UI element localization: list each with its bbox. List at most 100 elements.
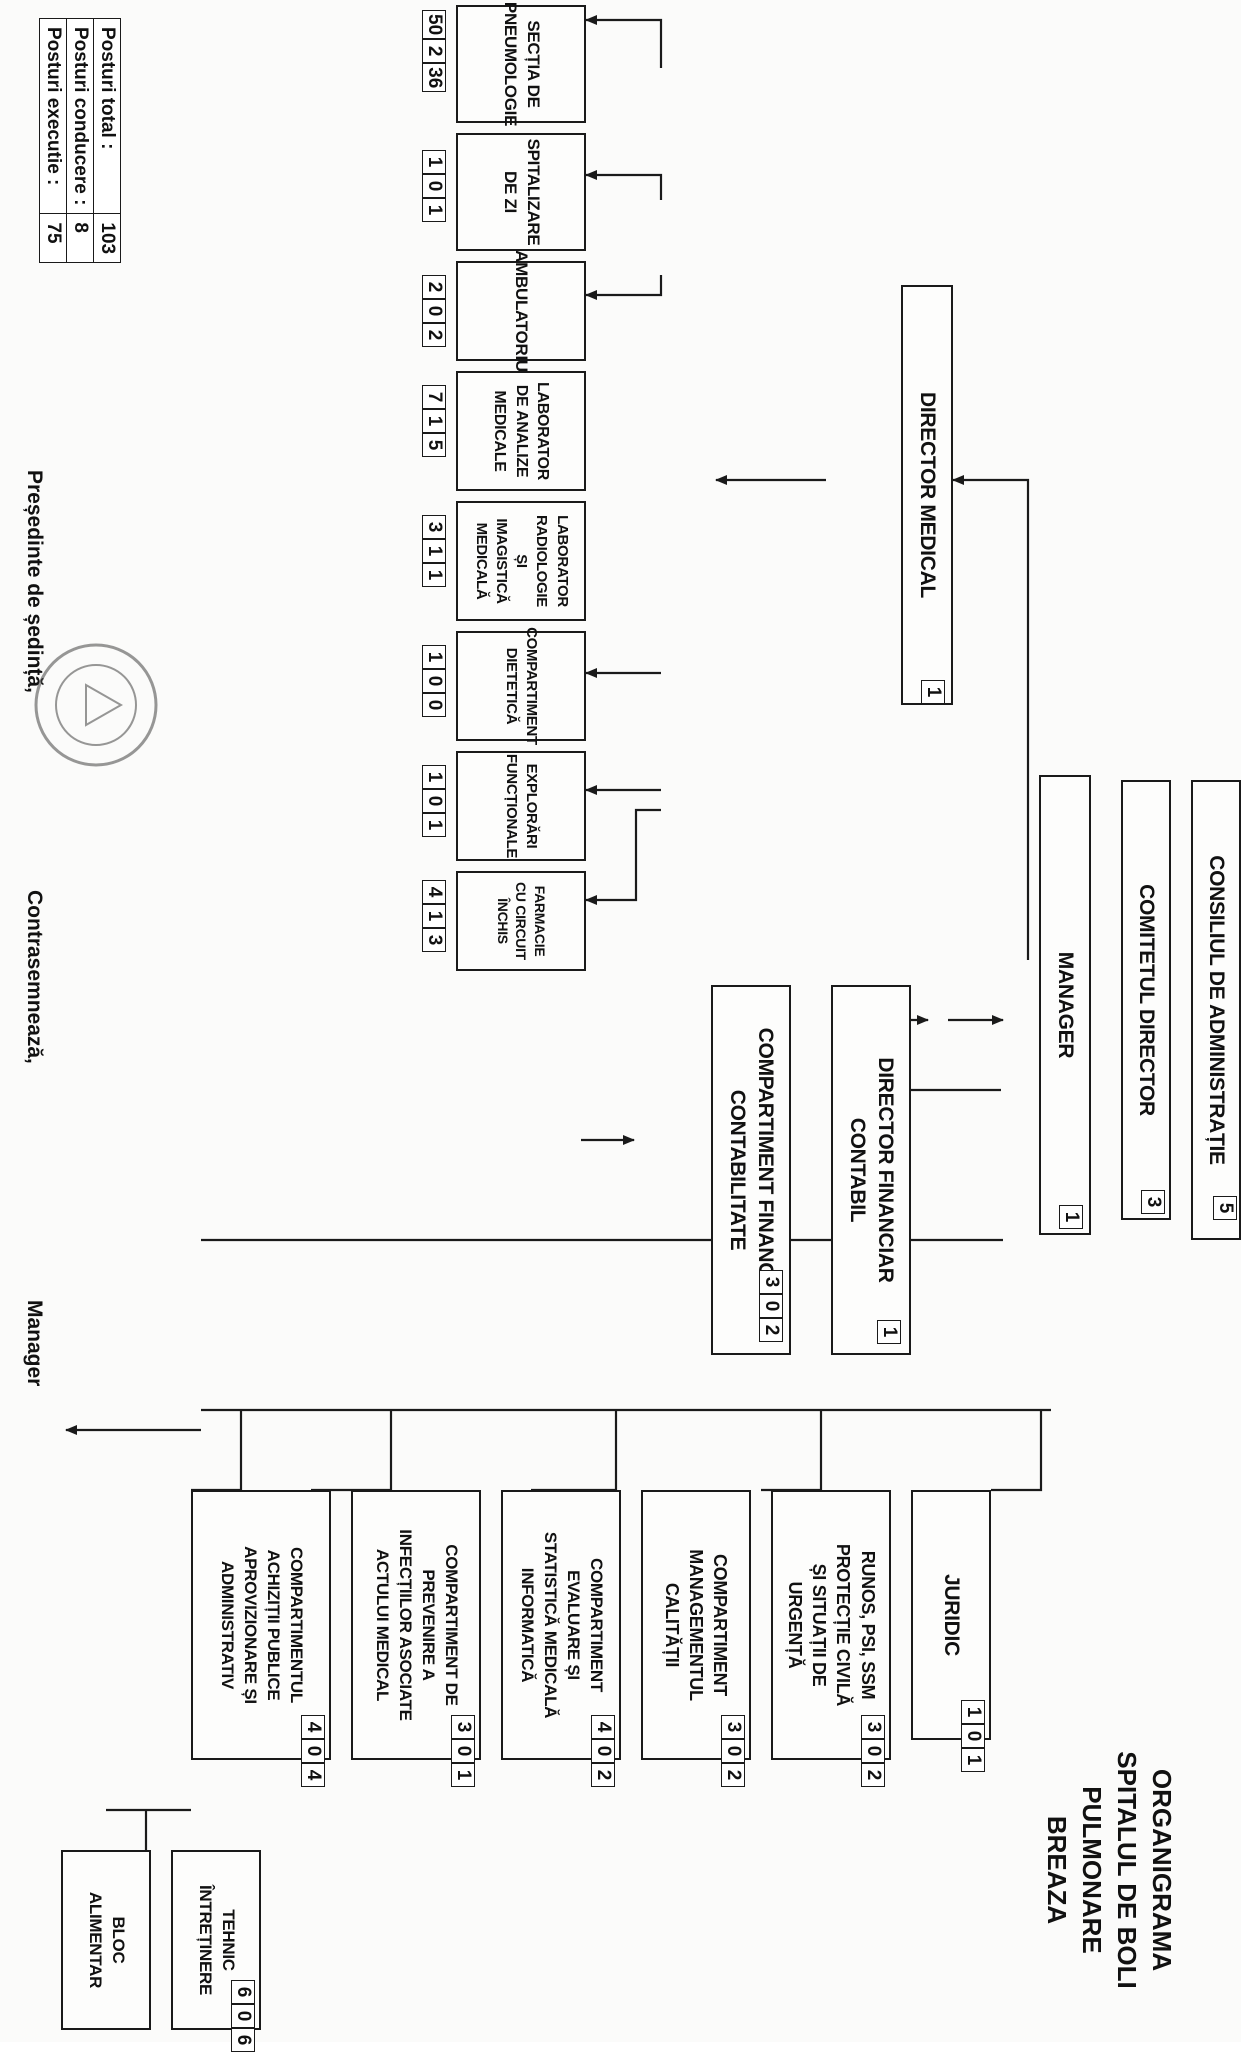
count-cell: 0: [591, 1739, 615, 1763]
stat-value: 75: [39, 213, 67, 263]
count-spitalizare: 1 0 1: [422, 150, 446, 222]
box-label: DIRECTOR MEDICAL: [916, 392, 940, 598]
count-infectii: 3 0 1: [451, 1715, 475, 1787]
box-label: MANAGER: [1054, 951, 1078, 1059]
count-cell: 0: [422, 693, 446, 717]
box-label: FARMACIE CU CIRCUIT ÎNCHIS: [494, 882, 549, 960]
count-cell: 1: [422, 539, 446, 563]
count-cell: 5: [422, 433, 446, 457]
count-cell: 4: [301, 1715, 325, 1739]
count-cell: 0: [422, 669, 446, 693]
count-laborator-radiologie: 3 1 1: [422, 515, 446, 587]
count-director-medical: 1: [921, 680, 945, 704]
count-cell: 2: [422, 323, 446, 347]
count-dietetica: 1 0 0: [422, 645, 446, 717]
box-label: COMPARTIMENT MANAGEMENTUL CALITĂȚII: [661, 1549, 731, 1701]
count-cell: 0: [422, 789, 446, 813]
box-laborator-analize: LABORATOR DE ANALIZE MEDICALE: [456, 371, 586, 491]
box-label: DIRECTOR FINANCIAR CONTABIL: [846, 1057, 898, 1283]
count-director-financiar: 1: [877, 1320, 901, 1344]
count-cell: 0: [451, 1739, 475, 1763]
count-cell: 1: [422, 198, 446, 222]
box-director-medical: DIRECTOR MEDICAL: [901, 285, 953, 705]
box-comitetul-director: COMITETUL DIRECTOR: [1121, 780, 1171, 1220]
box-laborator-radiologie: LABORATOR RADIOLOGIE ȘI IMAGISTICĂ MEDIC…: [456, 501, 586, 621]
count-cell: 1: [921, 680, 945, 704]
count-cell: 1: [422, 765, 446, 789]
count-cell: 2: [759, 1318, 783, 1342]
count-explorari: 1 0 1: [422, 765, 446, 837]
count-comitetul: 3: [1141, 1190, 1165, 1214]
box-compartiment-dietetica: COMPARTIMENT DIETETICĂ: [456, 627, 586, 745]
box-label: COMPARTIMENT EVALUARE ȘI STATISTICĂ MEDI…: [518, 1531, 606, 1719]
official-stamp-icon: [34, 643, 158, 767]
count-statistica: 4 0 2: [591, 1715, 615, 1787]
box-label: BLOC ALIMENTAR: [86, 1891, 128, 1989]
count-consiliul: 5: [1213, 1196, 1237, 1220]
count-cell: 3: [422, 928, 446, 952]
count-cell: 6: [231, 1980, 255, 2004]
count-cell: 3: [721, 1715, 745, 1739]
count-juridic: 1 0 1: [961, 1700, 985, 1772]
box-label: COMITETUL DIRECTOR: [1135, 884, 1159, 1116]
count-calitate: 3 0 2: [721, 1715, 745, 1787]
table-row: Posturi executie : 75: [39, 18, 67, 263]
count-cell: 1: [1059, 1205, 1083, 1229]
count-cell: 0: [301, 1739, 325, 1763]
posts-summary-table: Posturi total : 103 Posturi conducere : …: [39, 18, 121, 263]
box-label: COMPARTIMENT DE PREVENIRE A INFECȚIILOR …: [373, 1529, 461, 1721]
box-label: CONSILIUL DE ADMINISTRAȚIE: [1205, 855, 1229, 1165]
box-label: SPITALIZARE DE ZI: [501, 138, 543, 246]
stat-value: 103: [93, 213, 121, 263]
title-block: ORGANIGRAMA SPITALUL DE BOLI PULMONARE B…: [1039, 1720, 1179, 2020]
count-cell: 1: [422, 409, 446, 433]
count-cell: 2: [861, 1763, 885, 1787]
box-manager: MANAGER: [1039, 775, 1091, 1235]
title-organigrama: ORGANIGRAMA: [1147, 1768, 1177, 1972]
count-cell: 0: [759, 1294, 783, 1318]
count-runos: 3 0 2: [861, 1715, 885, 1787]
count-cell: 1: [422, 645, 446, 669]
stat-label: Posturi conducere :: [66, 18, 94, 214]
stat-label: Posturi executie :: [39, 18, 67, 214]
box-label: JURIDIC: [940, 1574, 964, 1656]
count-cell: 0: [961, 1724, 985, 1748]
box-spitalizare-zi: SPITALIZARE DE ZI: [456, 133, 586, 251]
count-cell: 2: [422, 275, 446, 299]
table-row: Posturi conducere : 8: [66, 18, 94, 263]
count-cell: 6: [231, 2028, 255, 2052]
box-label: EXPLORĂRI FUNCȚIONALE: [503, 753, 541, 859]
signature-manager: Manager: [23, 1300, 46, 1387]
count-cell: 1: [422, 813, 446, 837]
count-tehnic: 6 0 6: [231, 1980, 255, 2052]
count-cell: 0: [721, 1739, 745, 1763]
count-cell: 0: [861, 1739, 885, 1763]
box-consiliul-administratie: CONSILIUL DE ADMINISTRAȚIE: [1191, 780, 1241, 1240]
box-label: LABORATOR RADIOLOGIE ȘI IMAGISTICĂ MEDIC…: [472, 514, 571, 607]
count-cell: 50: [422, 10, 446, 40]
count-cell: 4: [301, 1763, 325, 1787]
stat-label: Posturi total :: [93, 18, 121, 214]
count-compartiment-financiar: 3 0 2: [759, 1270, 783, 1342]
count-cell: 1: [961, 1700, 985, 1724]
count-cell: 1: [877, 1320, 901, 1344]
count-cell: 3: [451, 1715, 475, 1739]
count-cell: 1: [961, 1748, 985, 1772]
box-label: RUNOS, PSI, SSM PROTECȚIE CIVILĂ ȘI SITU…: [784, 1543, 878, 1707]
box-director-financiar: DIRECTOR FINANCIAR CONTABIL: [831, 985, 911, 1355]
count-cell: 3: [861, 1715, 885, 1739]
count-achizitii: 4 0 4: [301, 1715, 325, 1787]
box-label: LABORATOR DE ANALIZE MEDICALE: [491, 381, 552, 481]
count-cell: 3: [759, 1270, 783, 1294]
count-ambulatoriu: 2 0 2: [422, 275, 446, 347]
count-laborator-analize: 7 1 5: [422, 385, 446, 457]
count-cell: 36: [422, 63, 446, 93]
box-bloc-alimentar: BLOC ALIMENTAR: [61, 1850, 151, 2030]
stat-value: 8: [66, 213, 94, 263]
count-cell: 1: [422, 150, 446, 174]
count-cell: 2: [422, 39, 446, 64]
title-hospital: SPITALUL DE BOLI PULMONARE: [1076, 1751, 1142, 1989]
count-cell: 4: [422, 880, 446, 904]
count-cell: 3: [422, 515, 446, 539]
